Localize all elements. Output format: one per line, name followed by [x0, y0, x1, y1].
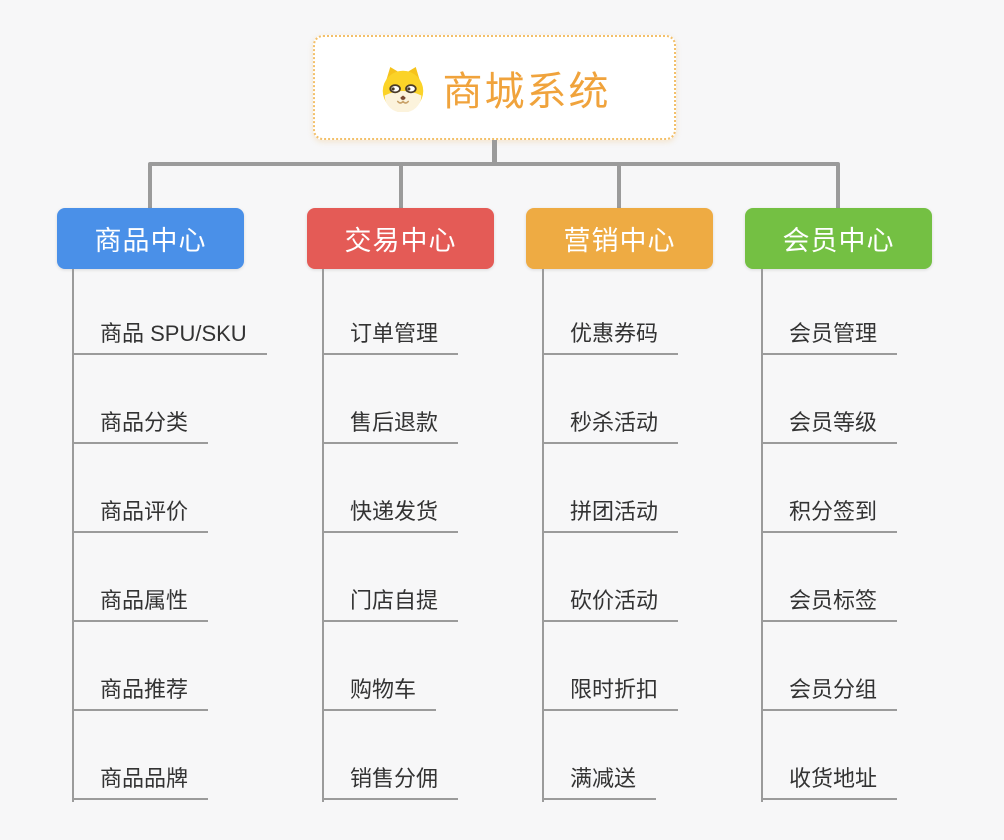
root-topic[interactable]: 商城系统 — [313, 35, 676, 140]
leaf-topic[interactable]: 收货地址 — [761, 756, 898, 800]
leaf-topic[interactable]: 积分签到 — [761, 489, 898, 533]
leaf-topic[interactable]: 会员管理 — [761, 311, 898, 355]
leaf-topic[interactable]: 商品品牌 — [72, 756, 209, 800]
connector-drop-member — [836, 164, 840, 209]
connector-horizontal-bar — [148, 162, 840, 166]
leaf-topic[interactable]: 限时折扣 — [542, 667, 679, 711]
branch-trunk-line — [322, 269, 324, 802]
leaf-topic[interactable]: 商品推荐 — [72, 667, 209, 711]
branch-trunk-line — [72, 269, 74, 802]
root-topic-label: 商城系统 — [442, 69, 611, 114]
leaf-topic[interactable]: 快递发货 — [322, 489, 459, 533]
leaf-topic[interactable]: 秒杀活动 — [542, 400, 679, 444]
branch-trade-center[interactable]: 交易中心 — [307, 208, 494, 269]
leaf-topic[interactable]: 销售分佣 — [322, 756, 459, 800]
leaf-topic[interactable]: 拼团活动 — [542, 489, 679, 533]
dog-face-icon — [382, 66, 423, 112]
connector-drop-marketing — [617, 164, 621, 209]
leaf-topic[interactable]: 商品属性 — [72, 578, 209, 622]
leaf-topic[interactable]: 商品 SPU/SKU — [72, 311, 267, 355]
leaf-topic[interactable]: 会员分组 — [761, 667, 898, 711]
branch-trunk-line — [542, 269, 544, 802]
leaf-topic[interactable]: 商品分类 — [72, 400, 209, 444]
leaf-topic[interactable]: 商品评价 — [72, 489, 209, 533]
connector-root-stub — [492, 140, 497, 164]
leaf-topic[interactable]: 砍价活动 — [542, 578, 679, 622]
leaf-topic[interactable]: 门店自提 — [322, 578, 459, 622]
branch-product-center[interactable]: 商品中心 — [57, 208, 244, 269]
branch-trunk-line — [761, 269, 763, 802]
branch-member-center[interactable]: 会员中心 — [745, 208, 932, 269]
leaf-topic[interactable]: 购物车 — [322, 667, 437, 711]
leaf-topic[interactable]: 满减送 — [542, 756, 657, 800]
leaf-topic[interactable]: 会员等级 — [761, 400, 898, 444]
connector-drop-product — [148, 164, 152, 209]
connector-drop-trade — [399, 164, 403, 209]
leaf-topic[interactable]: 会员标签 — [761, 578, 898, 622]
leaf-topic[interactable]: 订单管理 — [322, 311, 459, 355]
leaf-topic[interactable]: 优惠券码 — [542, 311, 679, 355]
branch-marketing-center[interactable]: 营销中心 — [526, 208, 713, 269]
leaf-topic[interactable]: 售后退款 — [322, 400, 459, 444]
